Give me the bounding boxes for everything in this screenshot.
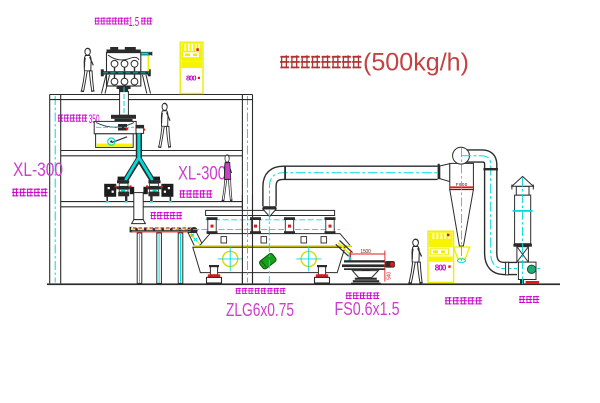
svg-text:XL-300: XL-300 [178,164,226,185]
svg-text:350: 350 [89,112,100,126]
svg-text:(500kg/h): (500kg/h) [363,49,469,77]
svg-text:800: 800 [435,264,447,273]
svg-text:FS0.6x1.5: FS0.6x1.5 [335,299,400,319]
svg-text:ZLG6x0.75: ZLG6x0.75 [226,300,294,320]
svg-text:XL-300: XL-300 [13,160,63,181]
svg-text:800: 800 [186,74,197,83]
svg-text:540: 540 [387,272,393,280]
svg-text:1500: 1500 [360,249,371,255]
svg-text:1.5: 1.5 [129,15,140,29]
